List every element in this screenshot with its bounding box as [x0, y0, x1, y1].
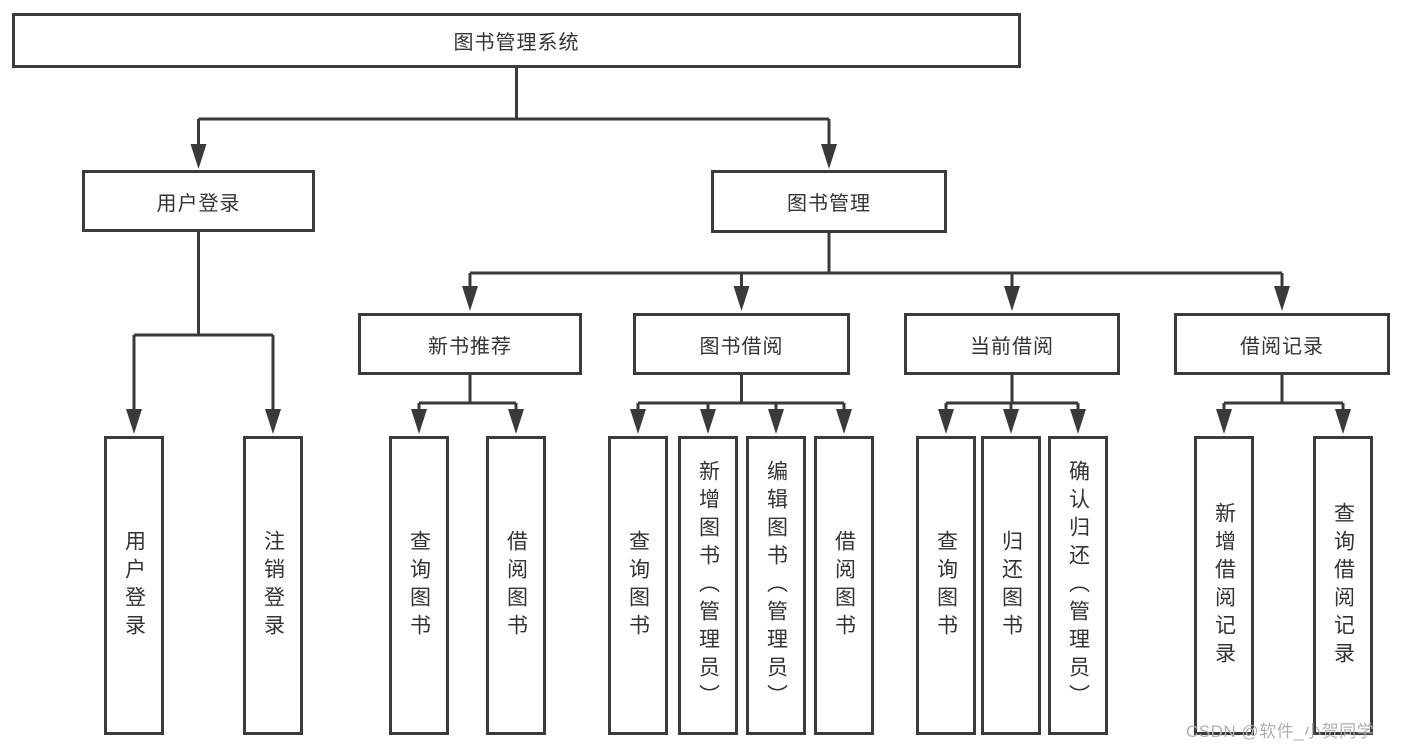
- arrow-down-icon: [411, 409, 427, 434]
- node-book-management: 图书管理: [711, 170, 947, 233]
- leaf-query-borrow-record: 查询借阅记录: [1313, 436, 1373, 735]
- leaf-label: 新增借阅记录: [1212, 501, 1236, 670]
- node-label: 图书借阅: [699, 335, 784, 358]
- node-user-login: 用户登录: [82, 170, 315, 232]
- leaf-label: 新增图书（管理员）: [696, 459, 720, 712]
- node-label: 图书管理: [787, 193, 871, 215]
- arrow-down-icon: [462, 286, 478, 311]
- node-label: 新书推荐: [428, 335, 512, 358]
- leaf-label: 借阅图书: [832, 529, 856, 642]
- arrow-down-icon: [265, 409, 281, 434]
- leaf-user-login: 用户登录: [104, 436, 164, 735]
- csdn-watermark: CSDN @软件_小贺同学: [1186, 722, 1375, 741]
- arrow-down-icon: [508, 409, 524, 434]
- connector-path: [1222, 375, 1345, 413]
- connector-path: [417, 375, 518, 413]
- connector-path: [636, 375, 846, 413]
- arrow-down-icon: [821, 144, 837, 169]
- leaf-label: 注销登录: [261, 529, 285, 642]
- leaf-label: 归还图书: [999, 529, 1023, 642]
- leaf-logout: 注销登录: [243, 436, 303, 735]
- node-label: 图书管理系统: [453, 32, 580, 54]
- arrow-down-icon: [1004, 286, 1020, 311]
- arrow-down-icon: [1070, 409, 1086, 434]
- leaf-label: 查询图书: [934, 529, 958, 642]
- arrow-down-icon: [630, 409, 646, 434]
- arrow-down-icon: [768, 409, 784, 434]
- node-label: 借阅记录: [1240, 335, 1324, 358]
- leaf-label: 编辑图书（管理员）: [764, 459, 788, 712]
- leaf-label: 用户登录: [122, 529, 146, 642]
- connector-path: [944, 375, 1080, 413]
- arrow-down-icon: [938, 409, 954, 434]
- arrow-down-icon: [1274, 286, 1290, 311]
- arrow-down-icon: [733, 286, 750, 311]
- leaf-add-book-admin: 新增图书（管理员）: [678, 436, 738, 735]
- leaf-query-books-recommend: 查询图书: [389, 436, 449, 735]
- arrowhead-icons: [126, 144, 1351, 434]
- leaf-return-books: 归还图书: [981, 436, 1041, 735]
- connector-path: [468, 233, 1284, 289]
- node-book-borrowing: 图书借阅: [633, 313, 850, 375]
- leaf-label: 查询借阅记录: [1331, 501, 1355, 670]
- leaf-label: 确认归还（管理员）: [1066, 459, 1090, 712]
- arrow-down-icon: [1216, 409, 1232, 434]
- leaf-borrow-books-recommend: 借阅图书: [486, 436, 546, 735]
- leaf-query-books-borrowing: 查询图书: [608, 436, 668, 735]
- node-label: 当前借阅: [970, 335, 1054, 358]
- arrow-down-icon: [836, 409, 852, 434]
- node-new-book-recommendation: 新书推荐: [358, 313, 582, 375]
- leaf-label: 查询图书: [626, 529, 650, 642]
- arrow-down-icon: [1335, 409, 1351, 434]
- connector-path: [197, 68, 831, 146]
- connector-path: [132, 232, 275, 412]
- node-borrowing-records: 借阅记录: [1174, 313, 1390, 375]
- node-library-management-system: 图书管理系统: [12, 13, 1021, 68]
- leaf-add-borrow-record: 新增借阅记录: [1194, 436, 1254, 735]
- leaf-label: 借阅图书: [504, 529, 528, 642]
- leaf-edit-book-admin: 编辑图书（管理员）: [746, 436, 806, 735]
- leaf-label: 查询图书: [407, 529, 431, 642]
- leaf-borrow-books-borrowing: 借阅图书: [814, 436, 874, 735]
- node-current-borrowing: 当前借阅: [904, 313, 1120, 375]
- arrow-down-icon: [1003, 409, 1019, 434]
- arrow-down-icon: [700, 409, 716, 434]
- arrow-down-icon: [126, 409, 142, 434]
- node-label: 用户登录: [156, 192, 241, 215]
- arrow-down-icon: [190, 144, 207, 169]
- leaf-confirm-return-admin: 确认归还（管理员）: [1048, 436, 1108, 735]
- leaf-query-books-current: 查询图书: [916, 436, 976, 735]
